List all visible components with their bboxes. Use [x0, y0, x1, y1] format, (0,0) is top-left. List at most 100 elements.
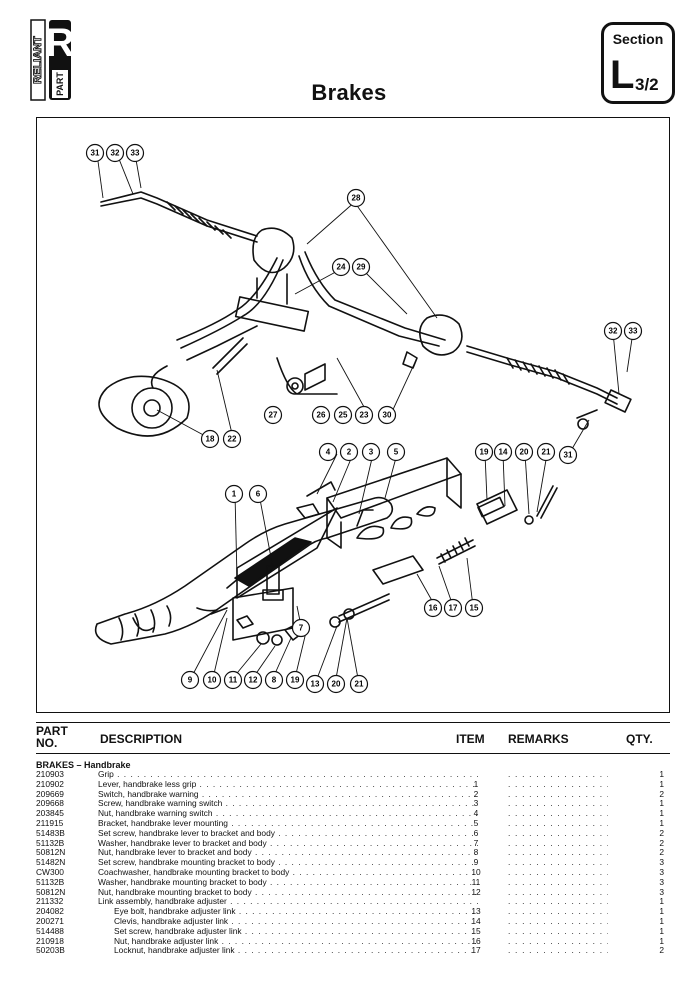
item-number: 5 [473, 817, 479, 828]
item-number: 4 [473, 808, 479, 819]
table-header-rule [36, 753, 670, 754]
remarks-leader: . . . . . . . . . . . . . . . . . . . . … [508, 897, 608, 907]
remarks-leader: . . . . . . . . . . . . . . . . . . . . … [508, 926, 608, 936]
callout-label: 21 [355, 680, 364, 689]
quantity: 2 [659, 827, 664, 838]
part-description: Bracket, handbrake lever mounting [98, 819, 478, 829]
part-description: Eye bolt, handbrake adjuster link [114, 907, 478, 917]
table-row: 200271 Clevis, handbrake adjuster link14.… [36, 915, 670, 927]
logo-part-text: PART [55, 72, 65, 96]
quantity: 1 [659, 808, 664, 819]
part-number: 51132B [36, 876, 65, 887]
item-number: 10 [471, 866, 481, 877]
part-description: Nut, handbrake warning switch [98, 809, 478, 819]
remarks-leader: . . . . . . . . . . . . . . . . . . . . … [508, 916, 608, 926]
logo-graphic: RELIANT R PART [30, 19, 75, 101]
callout-label: 22 [228, 435, 237, 444]
part-number: 211332 [36, 896, 64, 907]
callout-label: 2 [347, 448, 352, 457]
quantity: 2 [659, 945, 664, 956]
callout-label: 21 [542, 448, 551, 457]
section-label: Section [612, 31, 664, 47]
quantity: 3 [659, 866, 664, 877]
section-badge: Section L 3/2 [601, 22, 675, 104]
header-description: DESCRIPTION [100, 732, 183, 746]
item-number: 11 [471, 876, 481, 887]
page-title: Brakes [311, 80, 387, 105]
header-remarks: REMARKS [508, 732, 569, 746]
remarks-leader: . . . . . . . . . . . . . . . . . . . . … [508, 838, 608, 848]
callout-label: 7 [299, 624, 304, 633]
table-row: 514488 Set screw, handbrake adjuster link… [36, 925, 670, 937]
part-description: Washer, handbrake mounting bracket to bo… [98, 878, 478, 888]
part-description: Clevis, handbrake adjuster link [114, 917, 478, 927]
table-row: 51132B Washer, handbrake mounting bracket… [36, 876, 670, 888]
callout-label: 31 [564, 451, 573, 460]
callout-label: 5 [394, 448, 399, 457]
part-number: 209668 [36, 798, 64, 809]
item-number: 17 [471, 945, 481, 956]
remarks-leader: . . . . . . . . . . . . . . . . . . . . … [508, 770, 608, 779]
item-number: 1 [473, 778, 479, 789]
part-description: Set screw, handbrake adjuster link [114, 927, 478, 937]
quantity: 1 [659, 935, 664, 946]
callout-label: 9 [188, 676, 193, 685]
header-qty: QTY. [626, 732, 653, 746]
callout-label: 28 [352, 194, 361, 203]
callout-label: 20 [332, 680, 341, 689]
part-number: 204082 [36, 906, 64, 917]
part-description: Nut, handbrake lever to bracket and body [98, 848, 478, 858]
group-heading: BRAKES – Handbrake [36, 760, 131, 770]
item-number: 13 [471, 906, 481, 917]
quantity: 1 [659, 778, 664, 789]
table-top-rule [36, 722, 670, 723]
part-description: Washer, handbrake lever to bracket and b… [98, 839, 478, 849]
callout-label: 12 [249, 676, 258, 685]
remarks-leader: . . . . . . . . . . . . . . . . . . . . … [508, 848, 608, 858]
part-number: 210902 [36, 778, 64, 789]
callout-label: 16 [429, 604, 438, 613]
remarks-leader: . . . . . . . . . . . . . . . . . . . . … [508, 877, 608, 887]
quantity: 3 [659, 857, 664, 868]
remarks-leader: . . . . . . . . . . . . . . . . . . . . … [508, 779, 608, 789]
quantity: 3 [659, 886, 664, 897]
quantity: 1 [659, 915, 664, 926]
part-description: Nut, handbrake adjuster link [114, 937, 478, 947]
part-description: Locknut, handbrake adjuster link [114, 946, 478, 956]
item-number: 2 [473, 788, 479, 799]
item-number: 14 [471, 915, 481, 926]
part-number: 209669 [36, 788, 64, 799]
item-number: 6 [473, 827, 479, 838]
quantity: 1 [659, 798, 664, 809]
part-description: Set screw, handbrake lever to bracket an… [98, 829, 478, 839]
callout-label: 19 [291, 676, 300, 685]
section-number: 3/2 [635, 75, 659, 94]
remarks-leader: . . . . . . . . . . . . . . . . . . . . … [508, 858, 608, 868]
reliant-part-logo: RELIANT R PART [30, 18, 102, 102]
quantity: 1 [659, 817, 664, 828]
section-letter: L [610, 53, 635, 97]
item-number: 8 [473, 847, 479, 858]
callout-markers: 31 32 33 28 24 29 32 33 18 22 27 26 25 2… [85, 143, 643, 694]
logo-brand-text: RELIANT [32, 36, 44, 84]
quantity: 1 [659, 896, 664, 907]
callout-label: 24 [337, 263, 346, 272]
item-number: 7 [473, 837, 479, 848]
part-number: 514488 [36, 925, 64, 936]
part-number: 50812N [36, 886, 66, 897]
header-item: ITEM [456, 732, 485, 746]
part-number: 203845 [36, 808, 64, 819]
part-description: Set screw, handbrake mounting bracket to… [98, 858, 478, 868]
remarks-leader: . . . . . . . . . . . . . . . . . . . . … [508, 946, 608, 956]
part-number: CW300 [36, 866, 64, 877]
part-number: 200271 [36, 915, 64, 926]
part-description: Lever, handbrake less grip [98, 780, 478, 790]
